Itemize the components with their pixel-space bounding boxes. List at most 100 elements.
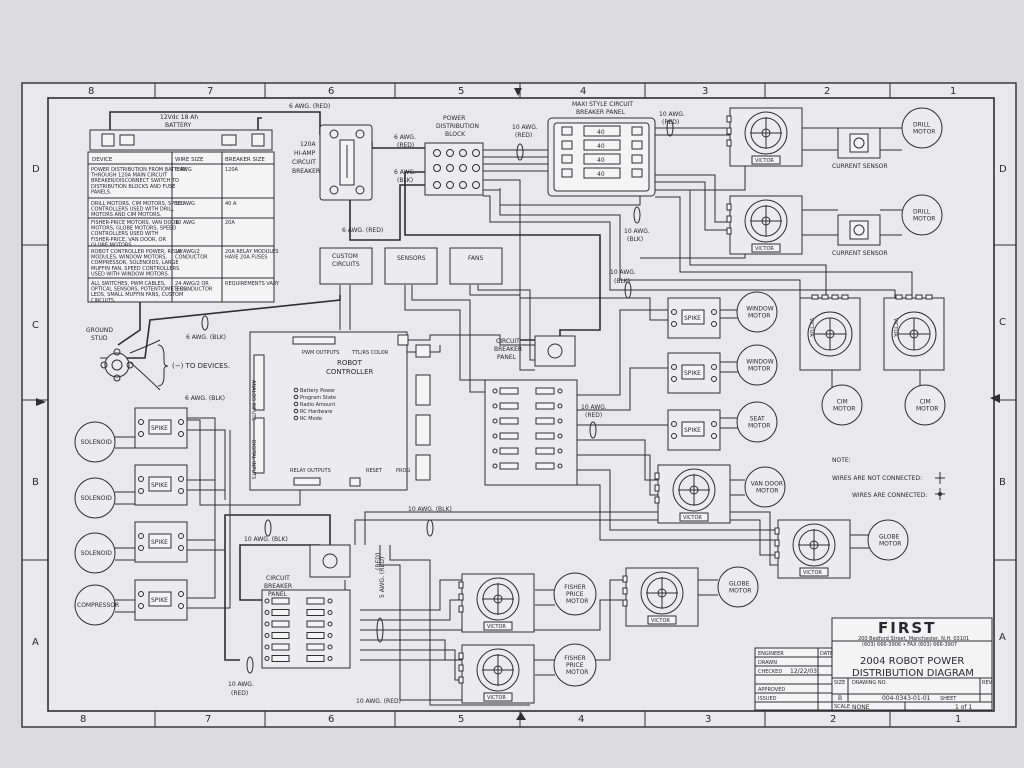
maxi-fuse: 40 xyxy=(561,139,643,151)
solenoid-label: SOLENOID xyxy=(81,495,113,502)
victor-label: VICTOR xyxy=(803,570,822,576)
center-arrow-top xyxy=(514,88,522,96)
drill-motor-label: MOTOR xyxy=(913,129,935,136)
terminal-icon xyxy=(458,664,464,672)
terminal-icon xyxy=(178,533,184,539)
breaker-slot xyxy=(271,609,290,616)
wire-label-10awg-red-c: 10 AWG. xyxy=(659,111,685,118)
pdb-label-1: POWER xyxy=(443,115,465,122)
terminal-icon xyxy=(557,433,563,439)
breaker-slot xyxy=(499,387,519,395)
terminal-icon xyxy=(622,599,628,607)
terminal-icon xyxy=(492,463,498,469)
breaker-slot xyxy=(499,447,519,455)
breaker-slot xyxy=(271,655,290,662)
cim-motor-icon xyxy=(904,384,946,426)
table-cell-device: DRILL MOTORS, CIM MOTORS, SPEED xyxy=(91,201,184,207)
company-address-1: 200 Bedford Street, Manchester, N.H. 031… xyxy=(858,636,969,642)
main-breaker-label-3: CIRCUIT xyxy=(292,159,316,166)
col-1-bottom: 1 xyxy=(955,714,961,725)
center-arrow-left xyxy=(36,398,46,406)
maxi-fuse-rating: 40 xyxy=(597,129,605,136)
maxi-fuse: 40 xyxy=(561,167,643,179)
victor-speed-controller: VICTOR xyxy=(458,573,535,633)
spike-relay: SPIKE xyxy=(134,521,188,563)
breaker-slot xyxy=(306,655,325,662)
row-d-right: D xyxy=(999,164,1007,175)
fans-box: FANS xyxy=(449,247,503,285)
col-6-top: 6 xyxy=(328,86,334,97)
terminal-icon xyxy=(458,676,464,684)
solenoid-icon xyxy=(74,477,116,519)
solenoid: SOLENOID xyxy=(74,421,116,463)
main-breaker-label-1: 120A xyxy=(300,141,316,148)
terminal-icon xyxy=(654,472,660,480)
wire-label-6awg-blk-a: 6 AWG. xyxy=(394,169,416,176)
led-icon xyxy=(293,408,299,414)
compressor-label: COMPRESSOR xyxy=(77,602,119,609)
circuit-breaker-panel-lower: CIRCUIT BREAKER PANEL xyxy=(261,544,351,669)
terminal-icon xyxy=(178,431,184,437)
terminal-icon xyxy=(654,484,660,492)
victor-label: VICTOR xyxy=(755,246,774,252)
victor-speed-controller: VICTOR xyxy=(654,464,731,524)
fan-icon xyxy=(640,571,684,615)
seat-motor-icon xyxy=(736,401,778,443)
terminal-icon xyxy=(458,605,464,613)
sensors-box: SENSORS xyxy=(384,247,438,285)
tb-label-engineer: ENGINEER xyxy=(758,651,784,657)
terminal-icon xyxy=(327,621,333,627)
power-distribution-block: POWER DISTRIBUTION BLOCK xyxy=(424,115,484,196)
table-row: ALL SWITCHES, PWM CABLES,OPTICAL SENSORS… xyxy=(91,281,280,304)
col-3-bottom: 3 xyxy=(705,714,711,725)
led-icon xyxy=(293,394,299,400)
drill-motor-label: DRILL xyxy=(913,209,931,216)
terminal-icon xyxy=(711,364,717,370)
terminal-icon xyxy=(726,115,732,123)
wire-label-10awg-blk-b: (BLK) xyxy=(627,236,643,243)
terminal-icon xyxy=(774,527,780,535)
battery xyxy=(89,129,273,151)
tb-drawing-no-value: 004-0343-01-01 xyxy=(882,695,931,702)
led-icon xyxy=(293,415,299,421)
to-devices-label: (−) TO DEVICES. xyxy=(172,362,230,370)
globe-motor-label: MOTOR xyxy=(729,588,751,595)
fisher-price-motor-label: MOTOR xyxy=(566,598,588,605)
row-c-right: C xyxy=(999,317,1006,328)
col-1-top: 1 xyxy=(950,86,956,97)
victor-speed-controller: VICTOR xyxy=(883,294,945,371)
breaker-slot xyxy=(271,597,290,605)
battery-group: − + 12Vdc 18 Ah BATTERY xyxy=(89,114,273,151)
drill-motor-label: DRILL xyxy=(913,122,931,129)
current-sensor: CURRENT SENSOR xyxy=(832,127,888,170)
terminal-icon xyxy=(671,376,677,382)
led-icon xyxy=(293,387,299,393)
table-cell-breaker: 120A xyxy=(225,167,239,173)
table-cell-breaker: 20A RELAY MODULES xyxy=(225,249,278,255)
maxi-fuse-rating: 40 xyxy=(597,171,605,178)
fisher-price-motor-label: PRICE xyxy=(566,662,584,669)
table-cell-breaker: 20A xyxy=(225,220,235,226)
rc-label-1: ROBOT xyxy=(337,359,363,367)
row-c-left: C xyxy=(32,320,39,331)
cim-motor-label: CIM xyxy=(920,399,931,406)
compressor: COMPRESSOR xyxy=(74,584,119,626)
terminal-icon xyxy=(458,581,464,589)
col-5-top: 5 xyxy=(458,86,464,97)
terminal-icon xyxy=(264,644,270,650)
wire-label-10awg-blk-bottom: 10 AWG. (BLK) xyxy=(408,506,452,513)
victor-speed-controller: VICTOR xyxy=(774,519,851,579)
wire-label-10awg-red-a: 10 AWG. xyxy=(512,124,538,131)
table-header-device: DEVICE xyxy=(92,157,113,163)
col-5-bottom: 5 xyxy=(458,714,464,725)
spike-label: SPIKE xyxy=(151,539,168,546)
col-4-bottom: 4 xyxy=(578,714,584,725)
wire-label-red-vert: (RED) xyxy=(375,553,382,570)
wire-label-10awg-red-bottom: 10 AWG. (RED) xyxy=(356,698,401,705)
row-a-right: A xyxy=(999,632,1006,643)
fisher-price-motor-label: FISHER xyxy=(564,584,586,591)
terminal-icon xyxy=(138,533,144,539)
